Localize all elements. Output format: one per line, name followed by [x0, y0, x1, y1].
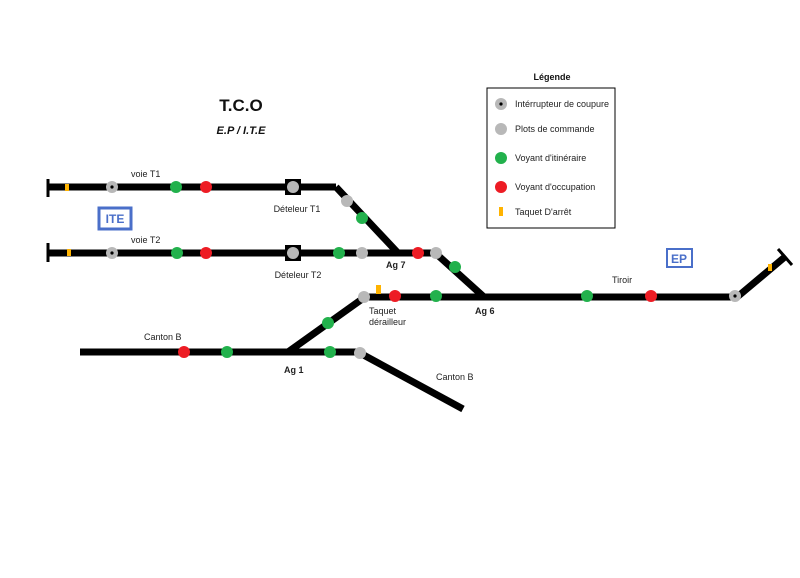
- cutoff-switch-t1[interactable]: [106, 181, 118, 193]
- legend-title: Légende: [533, 72, 570, 82]
- track-ag7-to-ag6: [429, 247, 487, 300]
- decoupler-t2[interactable]: [285, 245, 301, 261]
- label-ag6: Ag 6: [475, 306, 495, 316]
- legend-item-plot: Plots de commande: [495, 123, 595, 135]
- occupancy-lamp-canton-b: [178, 346, 190, 358]
- route-lamps: [170, 181, 593, 358]
- label-tiroir: Tiroir: [612, 275, 632, 285]
- legend-item-occupancy: Voyant d'occupation: [495, 181, 595, 193]
- track-network: [48, 183, 789, 413]
- label-voie-t2: voie T2: [131, 235, 160, 245]
- buffer-stop-ep: [776, 248, 794, 266]
- route-lamp-canton-b: [221, 346, 233, 358]
- label-deteleur-t1: Dételeur T1: [274, 204, 321, 214]
- ep-zone-box: EP: [666, 248, 693, 268]
- label-ag1: Ag 1: [284, 365, 304, 375]
- buffer-stops: [46, 179, 794, 266]
- route-lamp-ag1-diagonal: [322, 317, 334, 329]
- legend-occupancy-label: Voyant d'occupation: [515, 182, 595, 192]
- legend-item-route: Voyant d'itinéraire: [495, 152, 586, 164]
- command-plot-ag1[interactable]: [354, 347, 366, 359]
- command-plot-ag7-lower[interactable]: [356, 247, 368, 259]
- legend-route-label: Voyant d'itinéraire: [515, 153, 586, 163]
- stop-tabs: [65, 184, 772, 294]
- legend-item-stop: Taquet D'arrêt: [499, 207, 572, 217]
- route-lamp-ag1: [324, 346, 336, 358]
- legend-stop-icon: [499, 207, 503, 216]
- legend-plot-label: Plots de commande: [515, 124, 595, 134]
- stop-tab-t1: [65, 184, 69, 191]
- label-canton-b-left: Canton B: [144, 332, 182, 342]
- route-lamp-t1: [170, 181, 182, 193]
- legend-occupancy-icon: [495, 181, 507, 193]
- legend-route-icon: [495, 152, 507, 164]
- diagram-title: T.C.O: [219, 96, 262, 115]
- route-lamp-t2-right: [333, 247, 345, 259]
- occupancy-lamp-t1: [200, 181, 212, 193]
- label-ag7: Ag 7: [386, 260, 406, 270]
- occupancy-lamp-tiroir: [645, 290, 657, 302]
- legend-stop-label: Taquet D'arrêt: [515, 207, 572, 217]
- label-deteleur-t2: Dételeur T2: [275, 270, 322, 280]
- cutoff-switch-t2[interactable]: [106, 247, 118, 259]
- stop-tab-derailer: [376, 285, 381, 294]
- ite-zone-box: ITE: [97, 206, 133, 231]
- command-plot-ag7-upper[interactable]: [341, 195, 353, 207]
- route-lamp-t2: [171, 247, 183, 259]
- occupancy-lamp-taquet: [389, 290, 401, 302]
- route-lamp-t1-diagonal: [356, 212, 368, 224]
- route-lamp-ag7-ag6: [449, 261, 461, 273]
- diagram-subtitle: E.P / I.T.E: [217, 125, 267, 137]
- route-lamp-tiroir-left: [430, 290, 442, 302]
- stop-tab-t2: [67, 249, 71, 256]
- ite-zone-label: ITE: [106, 212, 125, 226]
- decoupler-t1[interactable]: [285, 179, 301, 195]
- legend-plot-icon: [495, 123, 507, 135]
- occupancy-lamp-ag7: [412, 247, 424, 259]
- decouplers: [285, 179, 301, 261]
- cutoff-switches: [106, 181, 741, 302]
- legend-item-switch: Intérrupteur de coupure: [495, 98, 609, 110]
- track-ep-spur: [733, 253, 789, 301]
- track-canton-b-right: [356, 348, 465, 413]
- label-voie-t1: voie T1: [131, 169, 160, 179]
- label-taquet-line2: dérailleur: [369, 317, 406, 327]
- route-lamp-tiroir: [581, 290, 593, 302]
- ep-zone-label: EP: [671, 252, 687, 266]
- command-plot-taquet[interactable]: [358, 291, 370, 303]
- label-taquet-line1: Taquet: [369, 306, 397, 316]
- command-plot-ag7-right[interactable]: [430, 247, 442, 259]
- command-plots: [341, 195, 442, 359]
- stop-tab-ep: [768, 264, 772, 271]
- legend-box: [486, 87, 616, 229]
- legend: Légende Intérrupteur de coupure Plots de…: [486, 72, 616, 229]
- cutoff-switch-ep[interactable]: [729, 290, 741, 302]
- label-canton-b-right: Canton B: [436, 372, 474, 382]
- occupancy-lamps: [178, 181, 657, 358]
- occupancy-lamp-t2: [200, 247, 212, 259]
- legend-switch-label: Intérrupteur de coupure: [515, 99, 609, 109]
